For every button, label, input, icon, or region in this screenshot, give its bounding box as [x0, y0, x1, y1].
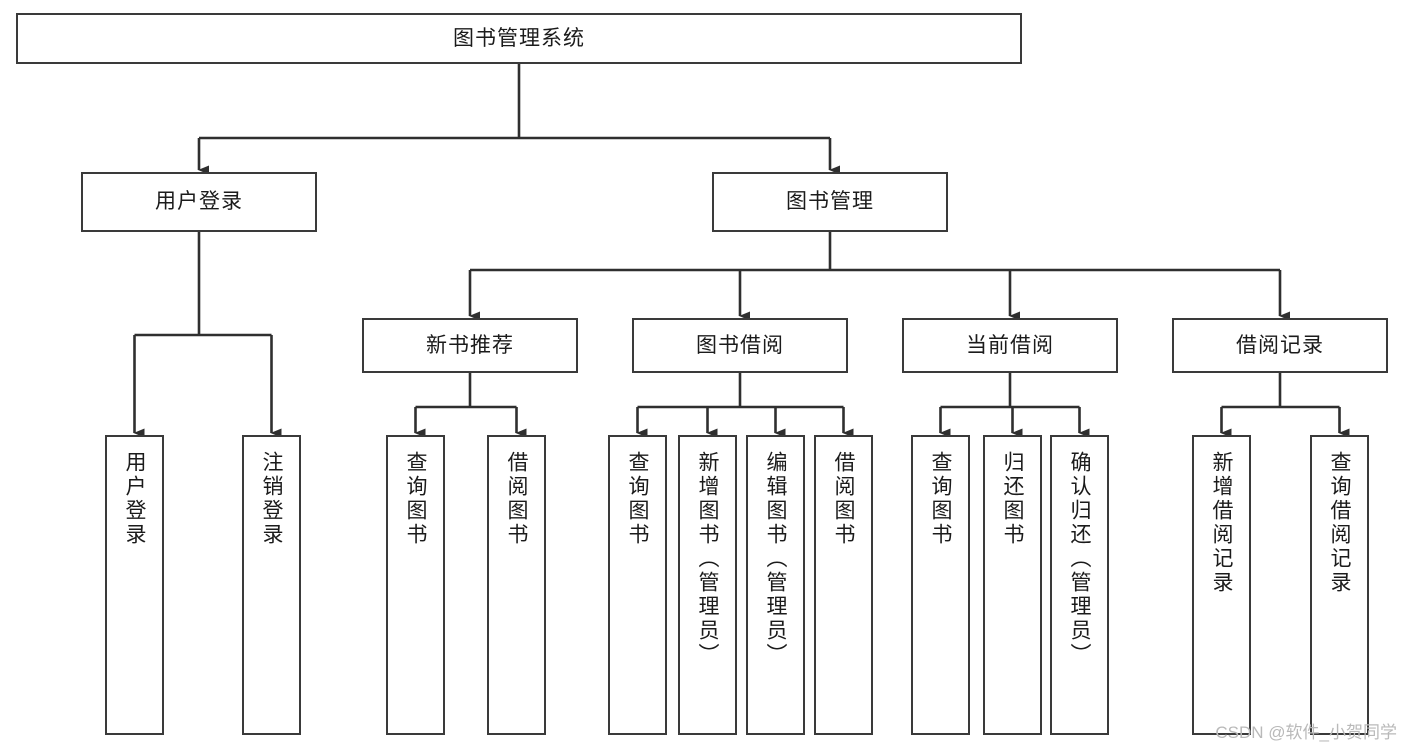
node-label: 查询借阅记录 — [1328, 451, 1351, 595]
node-label: 查询图书 — [626, 451, 649, 547]
node-label: 编辑图书（管理员） — [764, 451, 787, 667]
node-leaf-cb-return[interactable]: 归还图书 — [983, 435, 1042, 735]
node-leaf-user-login[interactable]: 用户登录 — [105, 435, 164, 735]
node-label: 借阅图书 — [832, 451, 855, 547]
node-leaf-bb-add[interactable]: 新增图书（管理员） — [678, 435, 737, 735]
node-label: 当前借阅 — [966, 333, 1054, 357]
node-label: 用户登录 — [123, 451, 146, 547]
node-user-login[interactable]: 用户登录 — [81, 172, 317, 232]
node-borrow-record[interactable]: 借阅记录 — [1172, 318, 1388, 373]
node-book-borrow[interactable]: 图书借阅 — [632, 318, 848, 373]
node-leaf-rec-borrow[interactable]: 借阅图书 — [487, 435, 546, 735]
node-label: 图书管理系统 — [453, 26, 585, 50]
node-leaf-br-query[interactable]: 查询借阅记录 — [1310, 435, 1369, 735]
node-leaf-user-logout[interactable]: 注销登录 — [242, 435, 301, 735]
node-label: 借阅记录 — [1236, 333, 1324, 357]
node-label: 归还图书 — [1001, 451, 1024, 547]
node-book-manage[interactable]: 图书管理 — [712, 172, 948, 232]
node-leaf-br-add[interactable]: 新增借阅记录 — [1192, 435, 1251, 735]
node-label: 借阅图书 — [505, 451, 528, 547]
node-label: 查询图书 — [929, 451, 952, 547]
node-label: 新书推荐 — [426, 333, 514, 357]
node-label: 图书管理 — [786, 190, 874, 214]
node-label: 新增借阅记录 — [1210, 451, 1233, 595]
node-label: 注销登录 — [260, 451, 283, 547]
node-root[interactable]: 图书管理系统 — [16, 13, 1022, 64]
node-label: 查询图书 — [404, 451, 427, 547]
node-leaf-rec-query[interactable]: 查询图书 — [386, 435, 445, 735]
node-label: 新增图书（管理员） — [696, 451, 719, 667]
node-leaf-bb-borrow[interactable]: 借阅图书 — [814, 435, 873, 735]
node-leaf-cb-query[interactable]: 查询图书 — [911, 435, 970, 735]
node-label: 用户登录 — [155, 190, 243, 214]
node-label: 确认归还（管理员） — [1068, 451, 1091, 667]
node-leaf-bb-edit[interactable]: 编辑图书（管理员） — [746, 435, 805, 735]
node-leaf-cb-confirm[interactable]: 确认归还（管理员） — [1050, 435, 1109, 735]
node-leaf-bb-query[interactable]: 查询图书 — [608, 435, 667, 735]
node-label: 图书借阅 — [696, 333, 784, 357]
node-current-borrow[interactable]: 当前借阅 — [902, 318, 1118, 373]
node-new-book-rec[interactable]: 新书推荐 — [362, 318, 578, 373]
